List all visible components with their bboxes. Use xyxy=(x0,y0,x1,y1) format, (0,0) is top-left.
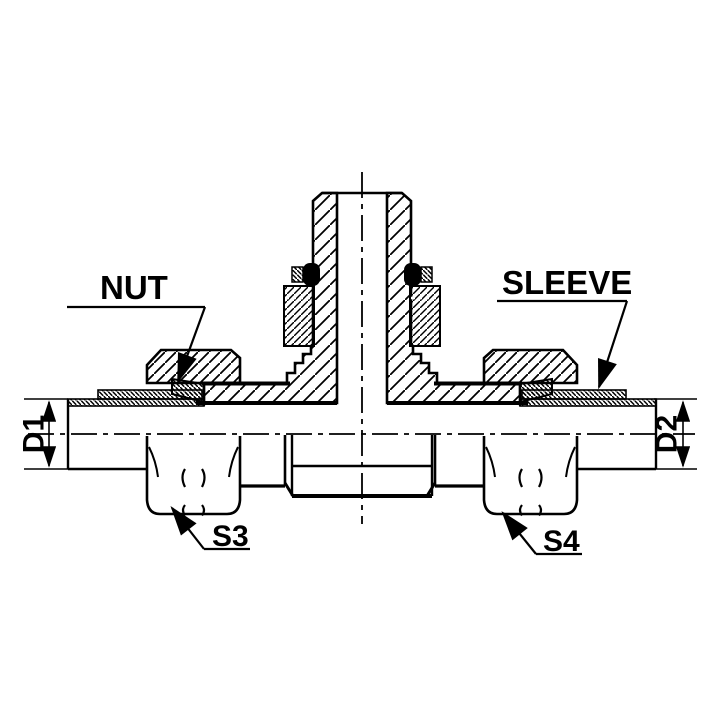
d2-label: D2 xyxy=(651,415,684,453)
nut-leader-line xyxy=(176,306,207,384)
nut-section-left xyxy=(145,348,242,385)
tee-body-section xyxy=(202,191,522,405)
nut-s4-outline xyxy=(482,436,579,516)
backup-washer-left xyxy=(291,266,304,283)
dimension-d2 xyxy=(654,398,697,470)
centerlines xyxy=(28,172,695,524)
hex-nut-s4 xyxy=(482,436,579,517)
d1-label: D1 xyxy=(18,415,51,453)
dimension-d1 xyxy=(24,398,68,470)
s3-leader-line xyxy=(170,506,205,550)
callout-s3: S3 xyxy=(170,506,250,553)
tube-wall-right xyxy=(519,398,657,407)
tubes xyxy=(66,399,658,471)
tube-wall-left xyxy=(67,398,205,407)
s4-leader-line xyxy=(501,511,537,555)
s4-label: S4 xyxy=(543,525,580,558)
backup-washer-right xyxy=(420,266,433,283)
nut-s4-chamfer-arcs xyxy=(485,446,576,478)
nut-s3-hex-arcs xyxy=(181,468,206,517)
s3-label: S3 xyxy=(212,520,249,553)
callout-s4: S4 xyxy=(501,511,582,558)
sleeve-leader-line xyxy=(597,300,629,390)
hex-nut-s3 xyxy=(145,436,242,517)
nut-s4-hex-arcs xyxy=(518,468,543,517)
nut-label: NUT xyxy=(100,269,168,306)
sleeve-label: SLEEVE xyxy=(502,264,632,301)
locknut-left xyxy=(283,285,315,347)
nut-section-right xyxy=(482,348,579,385)
callout-nut: NUT xyxy=(67,269,207,384)
center-hex-body xyxy=(240,435,484,498)
nut-s3-chamfer-arcs xyxy=(148,446,239,478)
o-ring-right xyxy=(404,263,421,286)
nut-s3-outline xyxy=(145,436,242,516)
stud-seal-parts xyxy=(283,263,441,347)
callout-sleeve: SLEEVE xyxy=(497,264,632,390)
locknut-right xyxy=(409,285,441,347)
o-ring-left xyxy=(303,263,320,286)
